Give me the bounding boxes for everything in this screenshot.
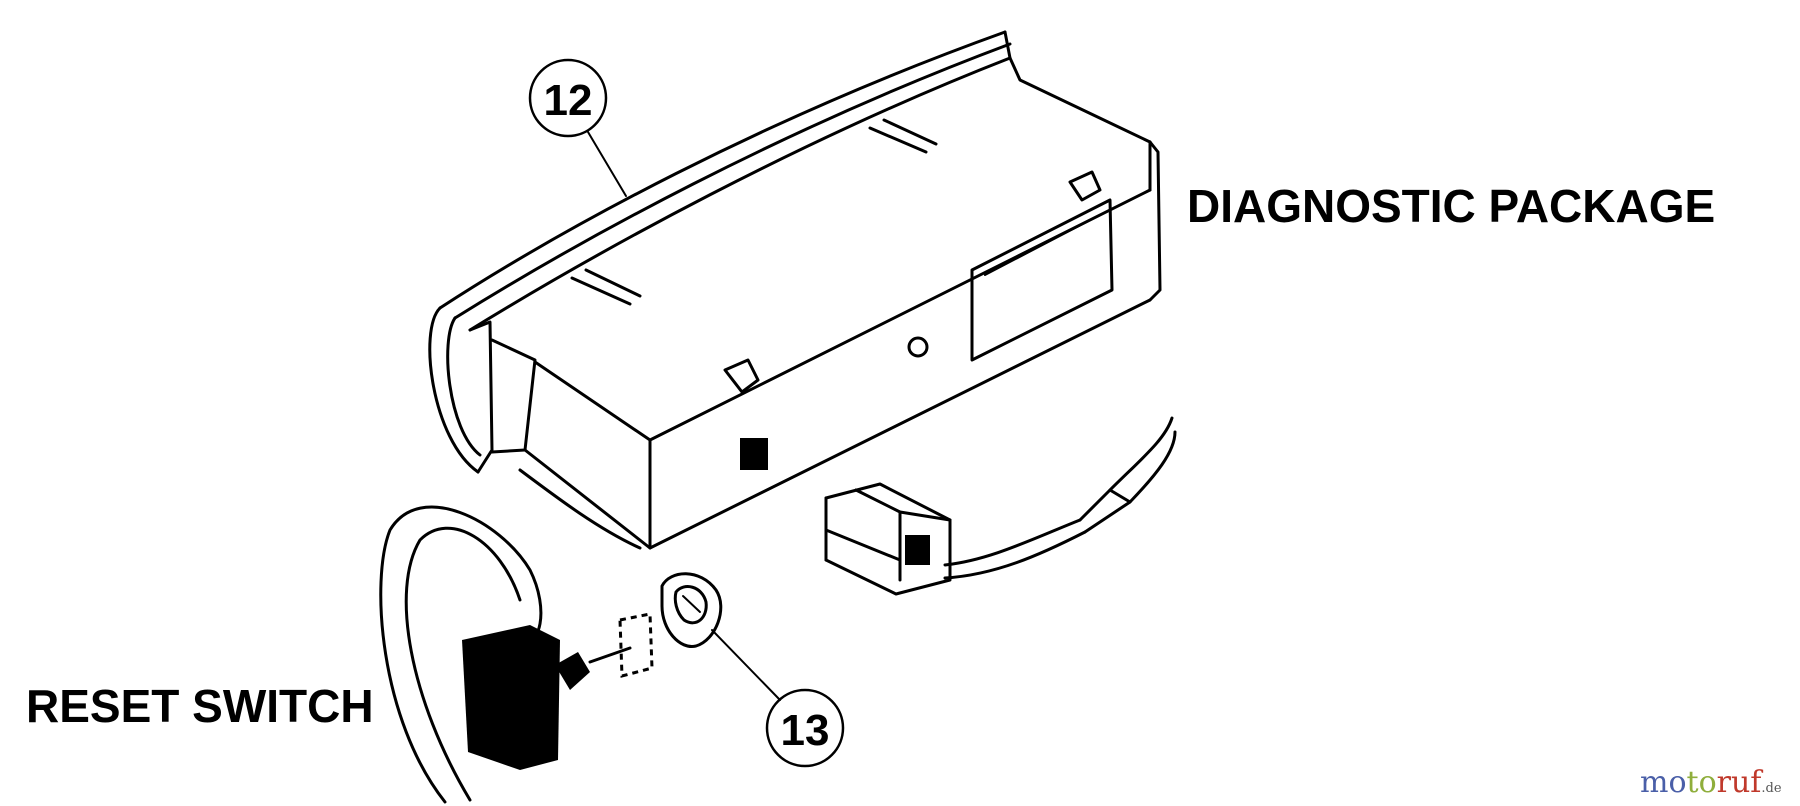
motoruf-watermark: motoruf.de <box>1640 765 1782 800</box>
callout-13: 13 <box>711 629 845 768</box>
wire-harness-connector <box>824 416 1177 596</box>
diagnostic-package-label: DIAGNOSTIC PACKAGE <box>1187 180 1715 232</box>
reset-switch-label: RESET SWITCH <box>26 680 374 732</box>
watermark-to: to <box>1687 765 1717 800</box>
diagnostic-package-housing <box>428 30 1162 550</box>
reset-switch <box>379 505 723 804</box>
watermark-mo: mo <box>1640 765 1687 800</box>
callout-12: 12 <box>528 58 627 197</box>
watermark-suffix: .de <box>1761 781 1781 796</box>
callout-12-number: 12 <box>544 76 593 125</box>
callout-13-number: 13 <box>781 706 830 755</box>
svg-text:motoruf.de: motoruf.de <box>1640 765 1782 800</box>
watermark-ruf: ruf <box>1717 765 1764 800</box>
